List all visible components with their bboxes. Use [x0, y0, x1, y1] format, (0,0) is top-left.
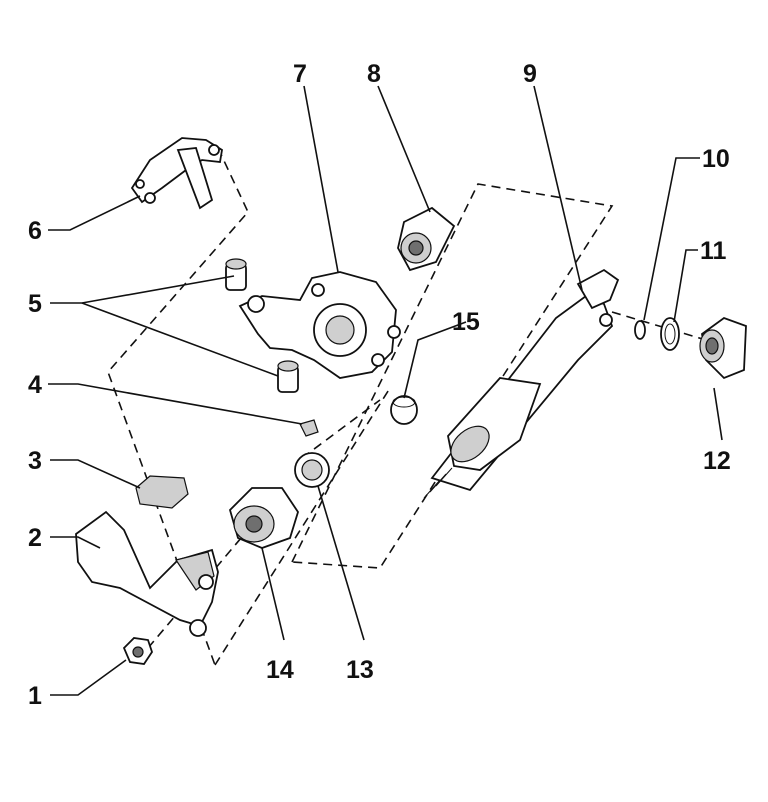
callout-8: 8 — [367, 60, 381, 88]
part-12-end-bearing — [699, 316, 747, 380]
callout-3: 3 — [28, 447, 42, 475]
part-11-ring — [660, 317, 680, 351]
part-3-clip — [135, 475, 189, 509]
callout-5: 5 — [28, 290, 42, 318]
part-1-nut — [122, 637, 153, 665]
part-15-cap — [390, 395, 418, 425]
callout-12: 12 — [703, 447, 731, 475]
callout-6: 6 — [28, 217, 42, 245]
callout-7: 7 — [293, 60, 307, 88]
part-5-bushing-upper — [225, 258, 247, 291]
part-14-rubber-bushing — [228, 487, 299, 549]
part-6-bracket — [130, 137, 223, 210]
callout-4: 4 — [28, 371, 42, 399]
assembly-outline-right — [291, 183, 614, 569]
part-2-lower-bracket — [75, 510, 219, 637]
callout-10: 10 — [702, 145, 730, 173]
assembly-outline-left — [107, 147, 391, 666]
part-8-cylinder — [397, 206, 456, 272]
part-10-washer — [634, 320, 646, 340]
callout-13: 13 — [346, 656, 374, 684]
callout-15: 15 — [452, 308, 480, 336]
callout-9: 9 — [523, 60, 537, 88]
leader-lines — [48, 85, 723, 696]
part-4-clip — [299, 419, 319, 437]
part-7-lever-housing — [238, 271, 401, 379]
part-13-bearing-ring — [294, 452, 330, 488]
callout-1: 1 — [28, 682, 42, 710]
callout-numbers: 1 2 3 4 5 6 7 8 9 10 11 12 13 14 15 — [28, 60, 731, 710]
callout-2: 2 — [28, 524, 42, 552]
callout-14: 14 — [266, 656, 294, 684]
part-5-bushing-lower — [277, 360, 299, 393]
part-9-column-tube — [423, 268, 620, 499]
callout-11: 11 — [700, 237, 727, 265]
